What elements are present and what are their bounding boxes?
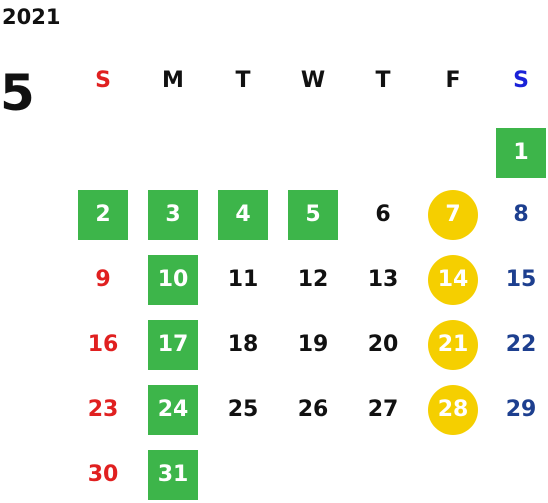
calendar-day-18: 18 (227, 332, 259, 357)
calendar-day-28: 28 (428, 385, 478, 435)
calendar-day-24: 24 (148, 385, 198, 435)
calendar-day-8: 8 (513, 202, 529, 227)
calendar-day-26: 26 (297, 397, 329, 422)
calendar-day-3: 3 (148, 190, 198, 240)
calendar-day-6: 6 (375, 202, 391, 227)
calendar-day-30: 30 (87, 462, 119, 487)
weekday-header-monday: M (162, 68, 184, 93)
weekday-header-tuesday: T (235, 68, 251, 93)
weekday-header-thursday: T (375, 68, 391, 93)
calendar-day-25: 25 (227, 397, 259, 422)
calendar-day-19: 19 (297, 332, 329, 357)
calendar-day-7: 7 (428, 190, 478, 240)
calendar-day-22: 22 (505, 332, 537, 357)
calendar-year: 2021 (2, 5, 61, 29)
weekday-header-sunday: S (95, 68, 111, 93)
calendar-day-1: 1 (496, 128, 546, 178)
calendar-day-14: 14 (428, 255, 478, 305)
calendar-day-17: 17 (148, 320, 198, 370)
calendar-day-10: 10 (148, 255, 198, 305)
calendar-day-16: 16 (87, 332, 119, 357)
calendar-day-12: 12 (297, 267, 329, 292)
calendar-day-21: 21 (428, 320, 478, 370)
weekday-header-saturday: S (513, 68, 529, 93)
calendar-day-29: 29 (505, 397, 537, 422)
calendar-day-27: 27 (367, 397, 399, 422)
calendar-month: 5 (0, 64, 35, 122)
weekday-header-friday: F (445, 68, 461, 93)
calendar-day-13: 13 (367, 267, 399, 292)
weekday-header-wednesday: W (300, 68, 326, 93)
calendar-day-23: 23 (87, 397, 119, 422)
calendar-day-15: 15 (505, 267, 537, 292)
calendar-day-11: 11 (227, 267, 259, 292)
calendar-day-9: 9 (95, 267, 111, 292)
calendar-day-4: 4 (218, 190, 268, 240)
calendar-day-2: 2 (78, 190, 128, 240)
calendar-day-31: 31 (148, 450, 198, 500)
calendar-day-20: 20 (367, 332, 399, 357)
calendar-day-5: 5 (288, 190, 338, 240)
